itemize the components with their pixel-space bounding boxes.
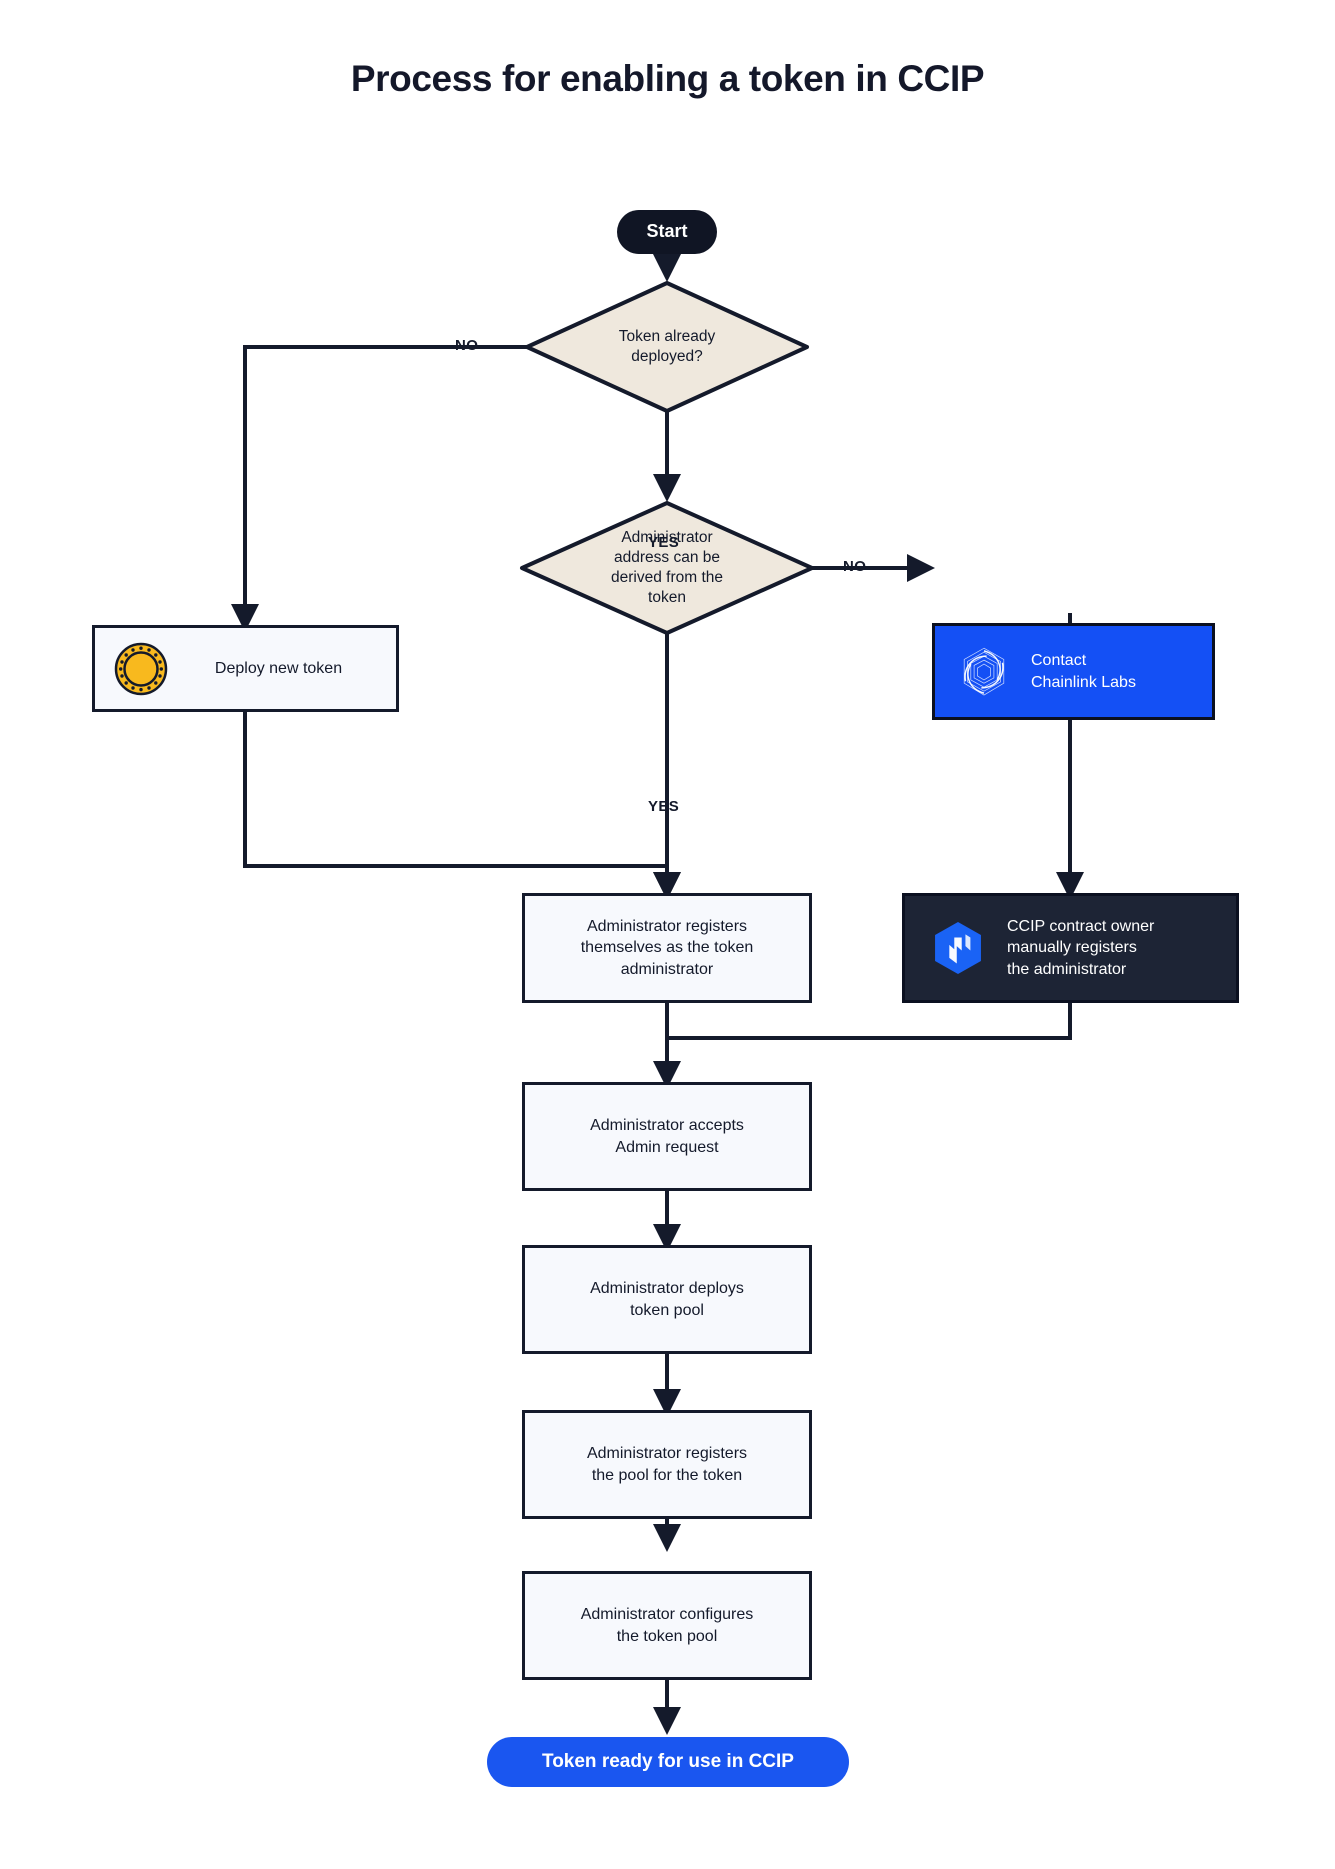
configures-pool-line-2: the token pool	[616, 1627, 718, 1645]
chainlink-spiral-icon	[951, 639, 1017, 705]
ccip-line-1: CCIP contract owner	[1007, 917, 1155, 935]
ccip-hex-icon	[927, 917, 989, 979]
accepts-line-1: Administrator accepts	[590, 1117, 744, 1135]
node-deploy-new-token-label: Deploy new token	[214, 659, 343, 677]
registers-pool-line-2: the pool for the token	[591, 1466, 743, 1484]
edge-ccip-owner-to-admin-accepts	[665, 1003, 1072, 1082]
decision-token-deployed-shape[interactable]	[525, 281, 809, 413]
admin-registers-line-2: themselves as the token	[580, 939, 754, 957]
admin-registers-line-1: Administrator registers	[586, 918, 748, 936]
configures-pool-line-1: Administrator configures	[580, 1606, 754, 1624]
node-admin-registers-pool[interactable]: Administrator registers the pool for the…	[522, 1410, 812, 1519]
edge-deploy-to-admin-registers	[243, 712, 681, 900]
node-ccip-owner-registers-label: CCIP contract owner manually registers t…	[1007, 916, 1154, 981]
node-admin-accepts-request[interactable]: Administrator accepts Admin request	[522, 1082, 812, 1191]
node-contact-chainlink-labs[interactable]: Contact Chainlink Labs	[932, 623, 1215, 720]
edge-label-deployed-no: NO	[455, 337, 479, 354]
deploys-pool-line-2: token pool	[630, 1301, 704, 1319]
node-ccip-owner-registers[interactable]: CCIP contract owner manually registers t…	[902, 893, 1239, 1003]
edge-label-derivable-no: NO	[843, 558, 867, 575]
ccip-line-3: the administrator	[1007, 960, 1127, 978]
edge-label-derivable-yes: YES	[648, 798, 680, 815]
node-token-ready-label: Token ready for use in CCIP	[542, 1751, 794, 1773]
node-admin-registers-self[interactable]: Administrator registers themselves as th…	[522, 893, 812, 1003]
node-start-label: Start	[646, 221, 688, 242]
contact-line-1: Contact	[1031, 651, 1087, 669]
node-admin-deploys-pool[interactable]: Administrator deploys token pool	[522, 1245, 812, 1354]
node-start[interactable]: Start	[617, 210, 717, 254]
accepts-line-2: Admin request	[615, 1138, 719, 1156]
ccip-line-2: manually registers	[1007, 939, 1137, 957]
edge-label-deployed-yes: YES	[648, 534, 680, 551]
decision-admin-derivable-shape[interactable]	[520, 501, 814, 635]
deploys-pool-line-1: Administrator deploys	[590, 1280, 744, 1298]
node-token-ready[interactable]: Token ready for use in CCIP	[487, 1737, 849, 1787]
node-deploy-new-token[interactable]: Deploy new token	[92, 625, 399, 712]
registers-pool-line-1: Administrator registers	[586, 1445, 748, 1463]
contact-line-2: Chainlink Labs	[1031, 673, 1136, 691]
node-contact-chainlink-labs-label: Contact Chainlink Labs	[1031, 650, 1136, 693]
node-admin-configures-pool[interactable]: Administrator configures the token pool	[522, 1571, 812, 1680]
admin-registers-line-3: administrator	[620, 960, 714, 978]
gold-coin-icon	[113, 641, 169, 697]
page-title: Process for enabling a token in CCIP	[350, 58, 985, 99]
edge-decision1-no-to-deploy	[231, 345, 527, 632]
